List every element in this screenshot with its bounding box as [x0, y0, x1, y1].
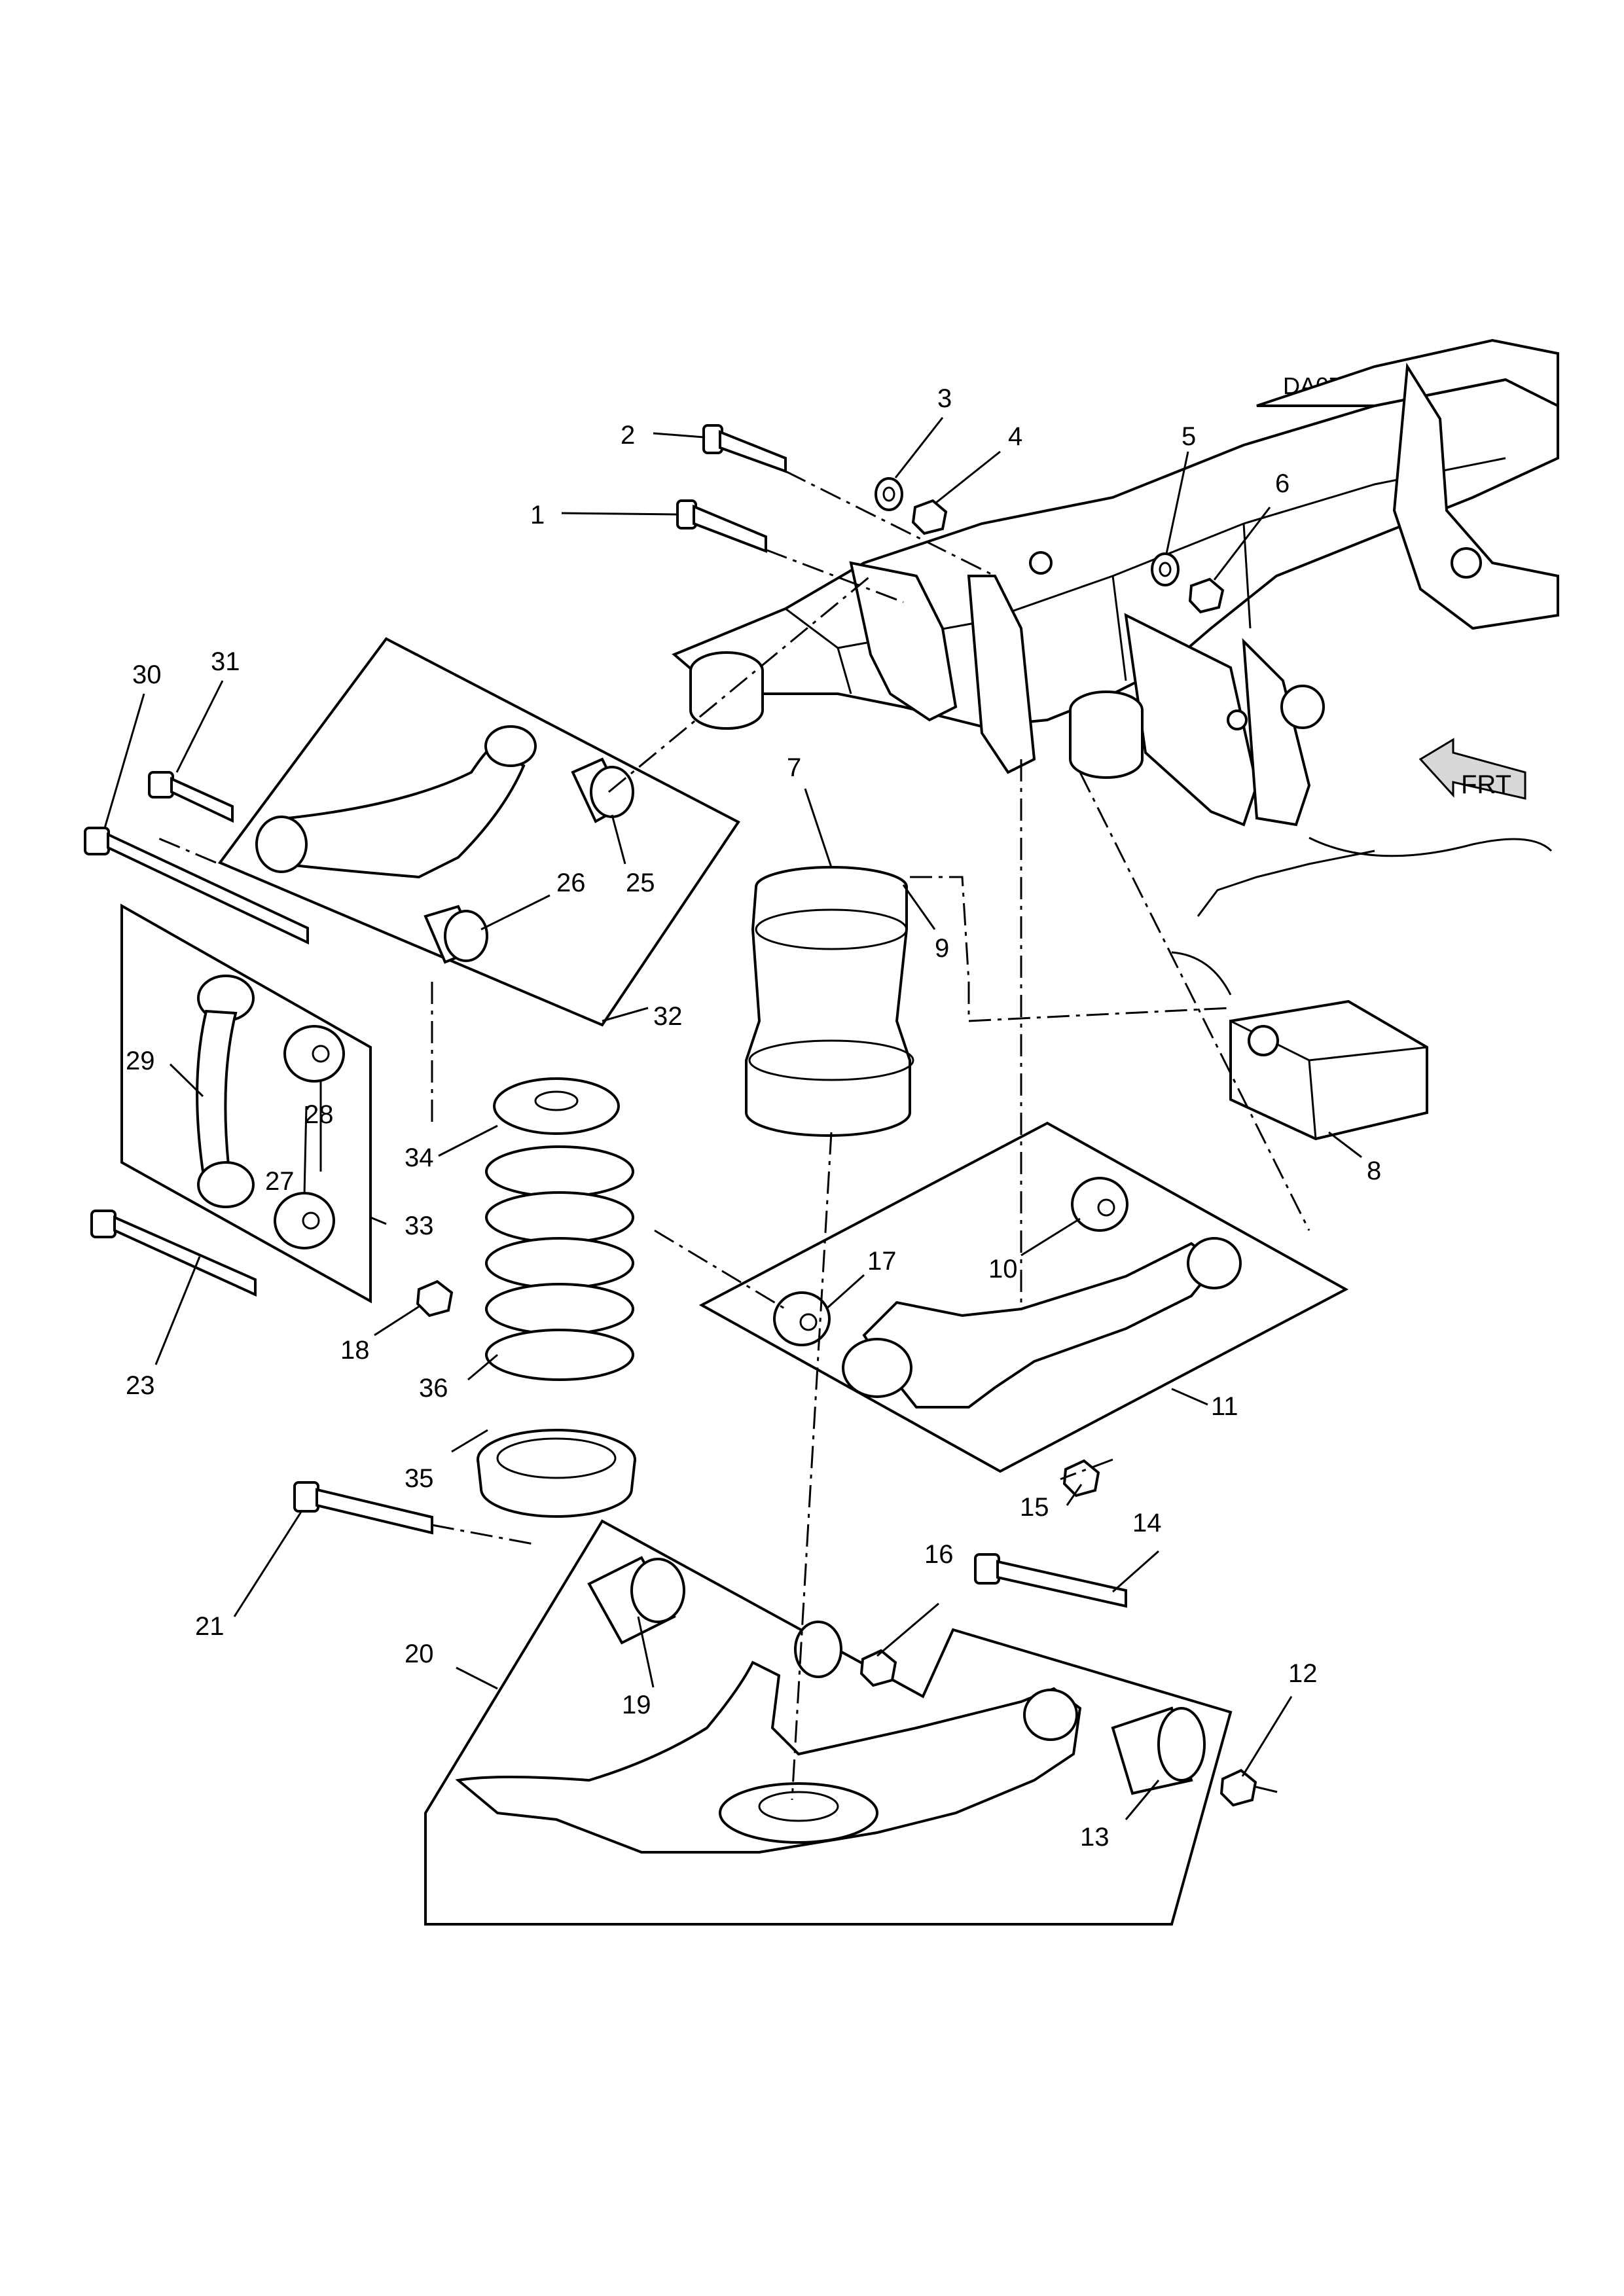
arm-11-frame — [698, 1121, 1349, 1473]
callout-8: 8 — [1367, 1157, 1381, 1185]
callout-13: 13 — [1080, 1823, 1110, 1852]
nut-18 — [416, 1280, 454, 1318]
callout-33: 33 — [405, 1211, 434, 1240]
callout-1: 1 — [530, 501, 545, 529]
callout-10: 10 — [988, 1255, 1018, 1283]
callout-6: 6 — [1275, 469, 1290, 498]
callout-34: 34 — [405, 1143, 434, 1172]
nut-16 — [859, 1649, 897, 1687]
front-label: FRT — [1461, 770, 1511, 799]
callout-19: 19 — [622, 1691, 651, 1719]
callout-11: 11 — [1211, 1392, 1238, 1421]
bushing-17 — [773, 1291, 831, 1346]
lower-control-arm-20 — [455, 1621, 1082, 1854]
callout-30: 30 — [132, 660, 162, 689]
nut-4 — [911, 499, 948, 535]
callout-36: 36 — [419, 1374, 448, 1403]
callout-16: 16 — [924, 1540, 954, 1569]
callout-21: 21 — [195, 1612, 225, 1641]
callout-29: 29 — [126, 1047, 155, 1075]
bolt-31 — [148, 771, 234, 823]
callout-23: 23 — [126, 1371, 155, 1400]
bushing-13 — [1111, 1706, 1206, 1795]
nut-12 — [1219, 1768, 1257, 1807]
center-lines — [156, 470, 1310, 1801]
nut-6 — [1188, 577, 1225, 614]
spring-seat-34 — [493, 1077, 620, 1135]
bushing-upper-arm — [255, 816, 308, 873]
callout-27: 27 — [265, 1167, 295, 1196]
callout-17: 17 — [867, 1247, 897, 1276]
rear-subframe — [672, 338, 1559, 917]
callout-5: 5 — [1182, 422, 1196, 451]
bolt-21 — [293, 1481, 433, 1535]
callout-20: 20 — [405, 1640, 434, 1668]
bolt-30 — [84, 827, 309, 945]
washer-5 — [1151, 552, 1180, 586]
bushing-19 — [587, 1556, 685, 1645]
toe-link-29 — [196, 975, 255, 1208]
coil-spring-36 — [485, 1145, 634, 1381]
callout-35: 35 — [405, 1464, 434, 1493]
callout-15: 15 — [1020, 1493, 1049, 1522]
air-spring-7 — [745, 866, 914, 1137]
air-compressor-8 — [1171, 951, 1428, 1141]
washer-3 — [875, 477, 903, 511]
callout-7: 7 — [787, 753, 801, 782]
callout-9: 9 — [935, 934, 949, 963]
bolt-2 — [702, 424, 787, 473]
nut-15 — [1062, 1459, 1100, 1498]
callout-12: 12 — [1288, 1659, 1318, 1688]
callout-31: 31 — [211, 647, 240, 676]
callout-numbers: 2 1 3 4 5 6 7 8 9 10 11 12 13 14 15 16 1… — [126, 384, 1381, 1852]
upper-arm-32-frame — [217, 637, 740, 1027]
bushing-26 — [424, 905, 488, 964]
bolt-14 — [974, 1553, 1127, 1608]
bushing-28 — [283, 1025, 345, 1083]
callout-25: 25 — [626, 869, 655, 897]
callout-26: 26 — [556, 869, 586, 897]
front-arrow-icon: FRT — [1418, 738, 1526, 800]
callout-2: 2 — [621, 421, 635, 450]
callout-leaders — [103, 417, 1362, 1820]
bushing-27 — [274, 1192, 335, 1249]
lower-arm-11 — [842, 1237, 1242, 1408]
callout-32: 32 — [653, 1002, 683, 1031]
lower-arm-20-frame — [424, 1519, 1233, 1926]
bolt-1 — [676, 499, 767, 553]
spring-seat-35 — [477, 1429, 636, 1518]
callout-28: 28 — [304, 1100, 334, 1129]
callout-14: 14 — [1132, 1509, 1162, 1537]
callout-18: 18 — [340, 1336, 370, 1365]
bushing-10 — [1071, 1177, 1128, 1232]
link-33-frame — [120, 903, 372, 1304]
callout-4: 4 — [1008, 422, 1022, 451]
callout-3: 3 — [937, 384, 952, 413]
upper-control-arm-32 — [280, 725, 537, 879]
bolt-23 — [90, 1210, 257, 1297]
bushing-25 — [571, 757, 634, 823]
